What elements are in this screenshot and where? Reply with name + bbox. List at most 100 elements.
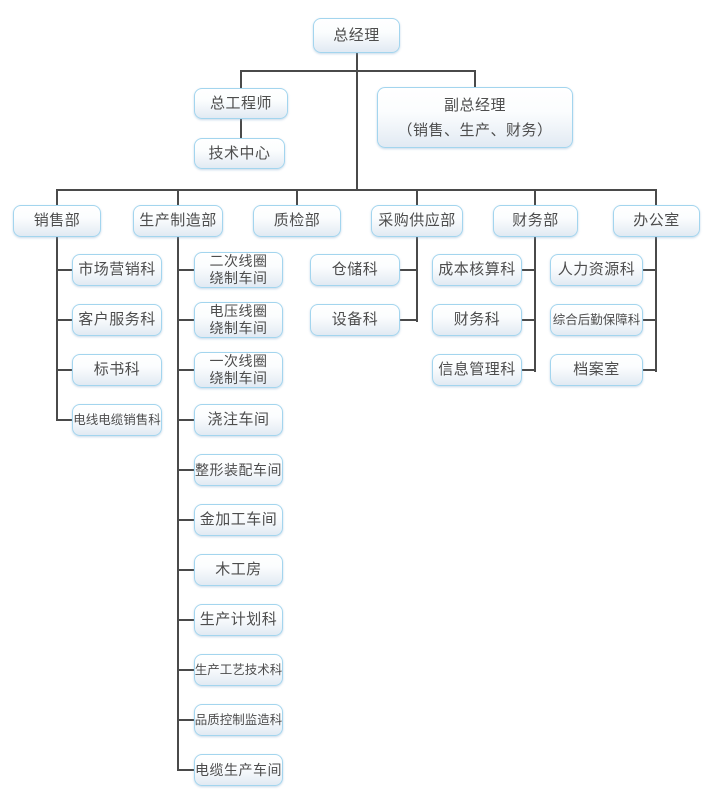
node-label: 绕制车间	[209, 270, 268, 286]
node-label: 财务科	[453, 311, 501, 328]
connector-line	[356, 53, 358, 190]
node-sales-section-4: 电线电缆销售科	[72, 404, 162, 436]
node-dept-sales: 销售部	[13, 205, 101, 237]
node-production-section-5: 整形装配车间	[194, 454, 283, 486]
node-label: 采购供应部	[378, 212, 456, 229]
node-label: 二次线圈	[209, 253, 268, 269]
node-label: 标书科	[93, 361, 141, 378]
connector-line	[177, 189, 179, 205]
node-label: 生产制造部	[139, 212, 217, 229]
connector-line	[177, 319, 194, 321]
node-label: 浇注车间	[207, 411, 270, 428]
node-label: 木工房	[215, 561, 262, 578]
connector-line	[56, 269, 72, 271]
connector-line	[177, 619, 194, 621]
node-label: 人力资源科	[557, 261, 636, 278]
node-label: 综合后勤保障科	[552, 313, 641, 327]
node-label: 电缆生产车间	[195, 762, 282, 778]
connector-line	[240, 70, 242, 88]
node-label: 技术中心	[208, 144, 271, 162]
node-production-section-2: 电压线圈 绕制车间	[194, 302, 283, 338]
node-purchasing-section-1: 仓储科	[310, 254, 400, 286]
connector-line	[643, 269, 657, 271]
node-label: 品质控制监造科	[194, 713, 283, 727]
connector-line	[240, 119, 242, 138]
node-label: 绕制车间	[209, 320, 268, 336]
node-label: 质检部	[273, 212, 321, 229]
connector-line	[177, 269, 194, 271]
node-production-section-10: 品质控制监造科	[194, 704, 283, 736]
connector-line	[416, 237, 418, 322]
node-dept-purchasing: 采购供应部	[371, 205, 463, 237]
node-office-section-1: 人力资源科	[550, 254, 643, 286]
node-finance-section-1: 成本核算科	[432, 254, 522, 286]
node-dept-finance: 财务部	[493, 205, 578, 237]
node-production-section-11: 电缆生产车间	[194, 754, 283, 786]
node-dept-office: 办公室	[613, 205, 700, 237]
node-label: 总工程师	[209, 94, 272, 112]
node-label: 电压线圈	[209, 303, 268, 319]
node-deputy-general-manager: 副总经理 （销售、生产、财务）	[377, 87, 573, 148]
connector-line	[177, 719, 194, 721]
connector-line	[416, 189, 418, 205]
node-label: 客户服务科	[78, 311, 156, 328]
connector-line	[177, 669, 194, 671]
node-purchasing-section-2: 设备科	[310, 304, 400, 336]
node-label: （销售、生产、财务）	[397, 121, 553, 139]
node-label: 一次线圈	[209, 353, 268, 369]
connector-line	[177, 769, 194, 771]
connector-line	[177, 237, 179, 771]
node-finance-section-2: 财务科	[432, 304, 522, 336]
node-label: 仓储科	[331, 261, 379, 278]
node-sales-section-2: 客户服务科	[72, 304, 162, 336]
node-label: 绕制车间	[209, 370, 268, 386]
connector-line	[296, 189, 298, 205]
node-dept-quality: 质检部	[253, 205, 341, 237]
connector-line	[522, 369, 536, 371]
node-label: 金加工车间	[199, 511, 278, 528]
connector-line	[56, 237, 58, 421]
node-label: 销售部	[33, 212, 81, 229]
node-label: 设备科	[331, 311, 379, 328]
connector-line	[56, 369, 72, 371]
connector-line	[655, 237, 657, 372]
node-label: 副总经理	[443, 96, 506, 114]
node-label: 信息管理科	[438, 361, 516, 378]
connector-line	[177, 369, 194, 371]
connector-line	[643, 369, 657, 371]
node-office-section-2: 综合后勤保障科	[550, 304, 643, 336]
connector-line	[56, 419, 72, 421]
node-label: 市场营销科	[78, 261, 156, 278]
connector-line	[522, 269, 536, 271]
node-chief-engineer: 总工程师	[194, 88, 288, 119]
connector-line	[522, 319, 536, 321]
node-label: 电线电缆销售科	[73, 413, 161, 427]
connector-line	[177, 569, 194, 571]
node-label: 生产工艺技术科	[194, 663, 283, 677]
connector-line	[177, 519, 194, 521]
node-dept-production: 生产制造部	[133, 205, 223, 237]
node-label: 生产计划科	[199, 611, 278, 628]
connector-line	[56, 189, 58, 205]
node-label: 整形装配车间	[195, 462, 282, 478]
node-production-section-8: 生产计划科	[194, 604, 283, 636]
connector-line	[240, 70, 476, 72]
connector-line	[534, 237, 536, 372]
node-finance-section-3: 信息管理科	[432, 354, 522, 386]
node-label: 财务部	[512, 212, 559, 229]
node-sales-section-3: 标书科	[72, 354, 162, 386]
node-production-section-7: 木工房	[194, 554, 283, 586]
node-technology-center: 技术中心	[194, 138, 285, 169]
node-production-section-4: 浇注车间	[194, 404, 283, 436]
node-label: 成本核算科	[438, 261, 516, 278]
connector-line	[655, 189, 657, 205]
node-production-section-9: 生产工艺技术科	[194, 654, 283, 686]
connector-line	[534, 189, 536, 205]
node-production-section-1: 二次线圈 绕制车间	[194, 252, 283, 288]
node-production-section-3: 一次线圈 绕制车间	[194, 352, 283, 388]
node-production-section-6: 金加工车间	[194, 504, 283, 536]
connector-line	[400, 269, 418, 271]
connector-line	[56, 319, 72, 321]
node-label: 办公室	[633, 212, 680, 229]
